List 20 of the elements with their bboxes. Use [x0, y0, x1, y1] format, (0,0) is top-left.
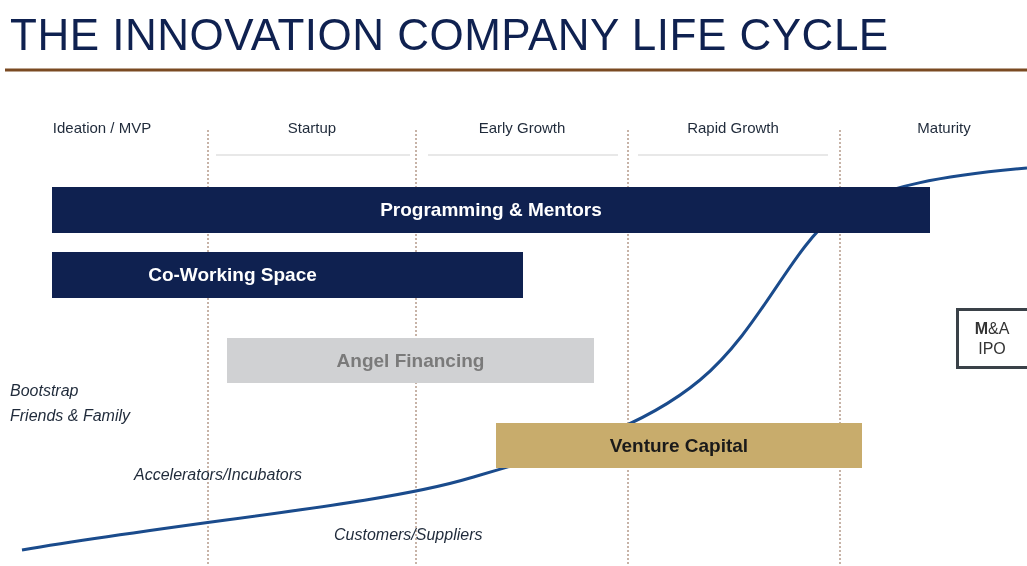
bar	[227, 338, 594, 383]
bar-label: Co-Working Space	[148, 264, 317, 286]
phase-label: Startup	[287, 119, 337, 136]
funding-label: Bootstrap	[10, 382, 79, 400]
title: THE INNOVATION COMPANY LIFE CYCLE	[10, 10, 889, 60]
phase-label: Maturity	[917, 119, 971, 136]
phase-label: Rapid Growth	[687, 119, 779, 136]
bar	[52, 252, 523, 298]
funding-label: Customers/Suppliers	[334, 526, 483, 544]
exit-box	[956, 308, 1027, 369]
bar-label: Programming & Mentors	[380, 199, 602, 221]
funding-label: Accelerators/Incubators	[134, 466, 303, 484]
bar-label: Venture Capital	[609, 434, 749, 457]
bar	[496, 423, 862, 468]
bar-label: M&A IPO	[973, 318, 1011, 359]
phase-label: Early Growth	[478, 119, 566, 136]
phase-label: Ideation / MVP	[52, 119, 152, 136]
bar	[52, 187, 930, 233]
funding-label: Friends & Family	[10, 407, 131, 425]
bar-label: Angel Financing	[336, 349, 485, 372]
